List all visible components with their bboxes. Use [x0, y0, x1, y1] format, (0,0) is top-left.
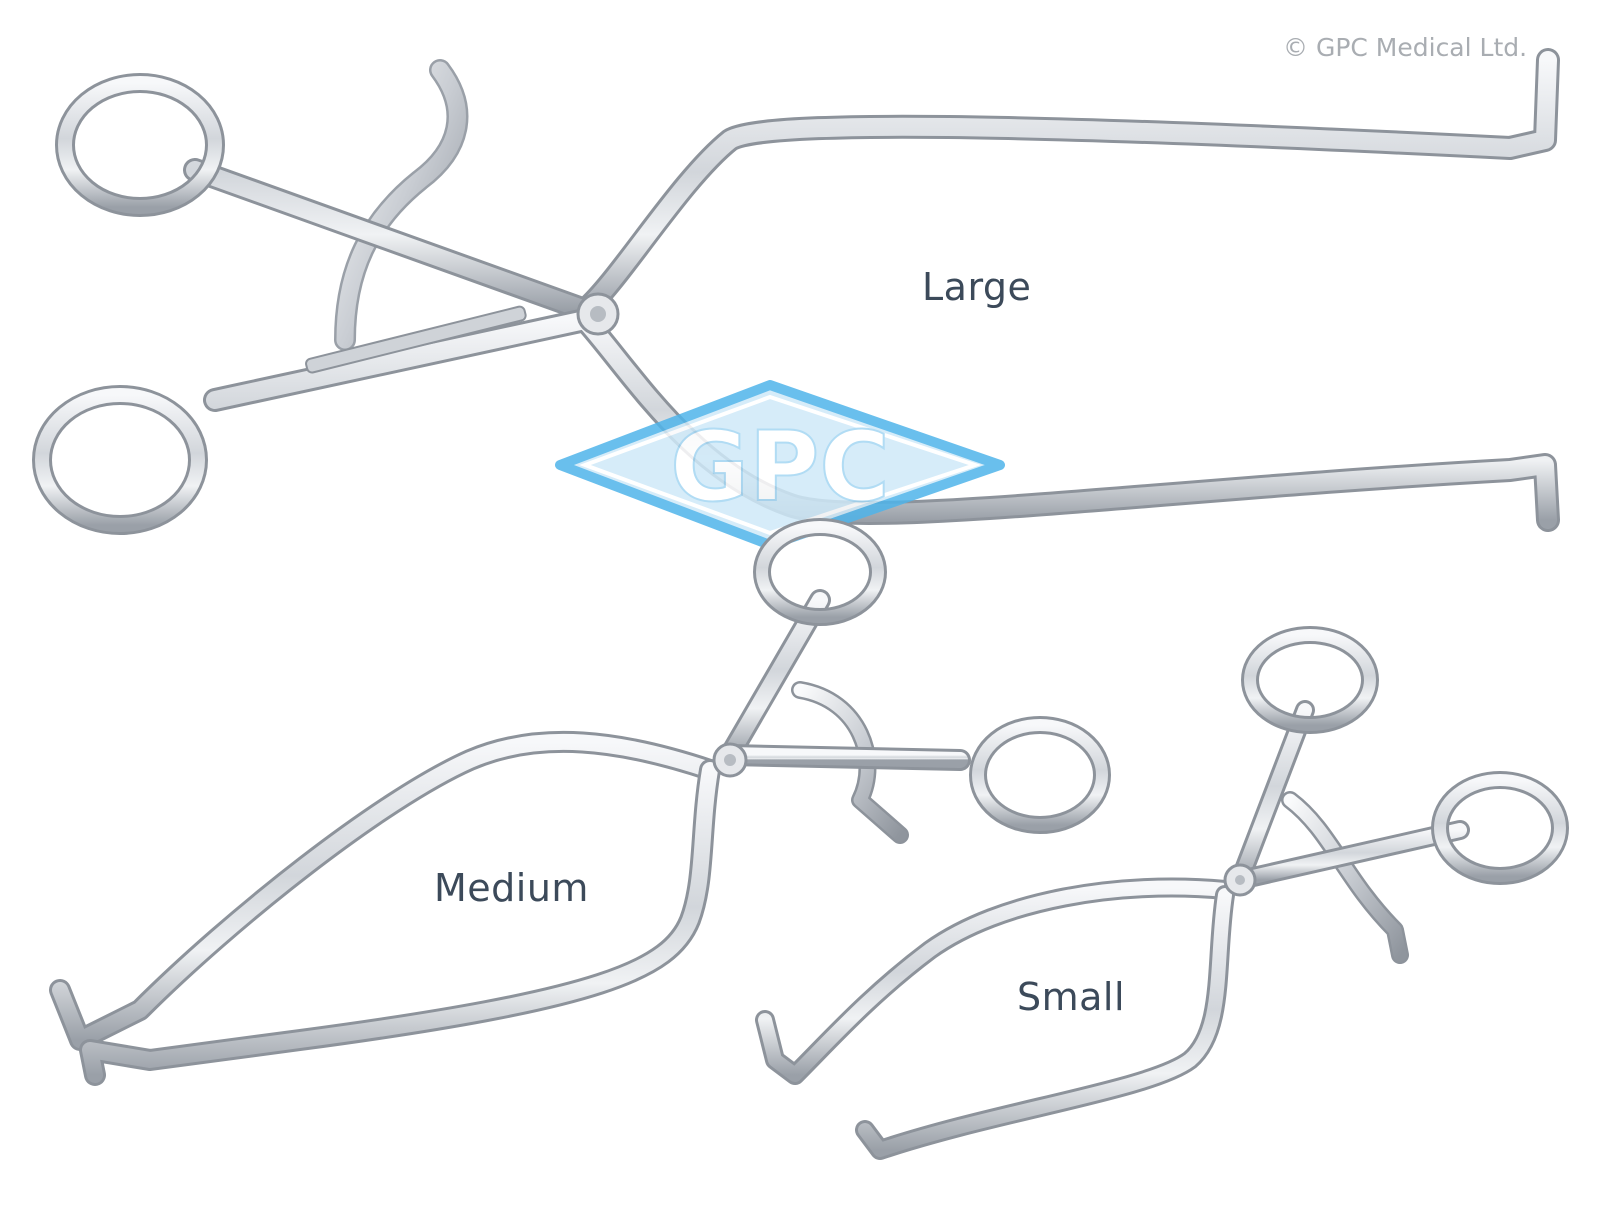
label-small: Small [1017, 975, 1126, 1019]
small-retractor [755, 626, 1569, 1160]
label-medium: Medium [434, 866, 589, 910]
watermark-text: GPC [670, 411, 890, 523]
label-large: Large [922, 265, 1032, 309]
medium-retractor [49, 518, 1111, 1086]
gpc-watermark: GPC [555, 380, 1005, 550]
copyright-notice: © GPC Medical Ltd. [1283, 33, 1528, 62]
large-latch [305, 305, 527, 374]
